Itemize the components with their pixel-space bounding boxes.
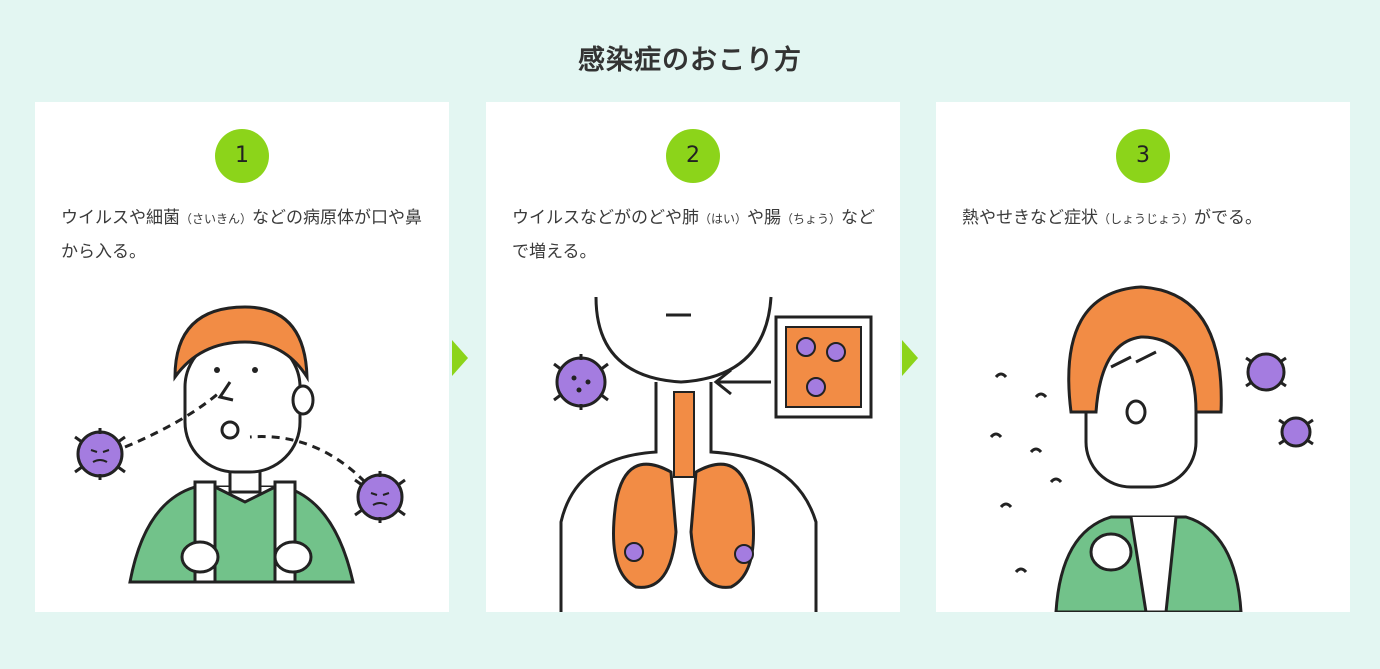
- step-text: ウイルスなどがのどや肺: [512, 208, 699, 228]
- step-card-2: 2 ウイルスなどがのどや肺（はい）や腸（ちょう）などで増える。: [486, 102, 900, 612]
- virus-icon: [74, 428, 126, 480]
- step-description: ウイルスなどがのどや肺（はい）や腸（ちょう）などで増える。: [512, 202, 882, 269]
- virus-icon: [1278, 416, 1314, 448]
- step-text: などの病原体が口や鼻から入る。: [61, 208, 423, 262]
- virus-icon: [354, 471, 406, 523]
- step-ruby: （さいきん）: [180, 212, 253, 226]
- step-text: や腸: [747, 208, 782, 228]
- step-card-1: 1 ウイルスや細菌（さいきん）などの病原体が口や鼻から入る。: [35, 102, 449, 612]
- step-ruby: （ちょう）: [781, 212, 842, 226]
- step-number-badge: 3: [1116, 129, 1170, 183]
- step-ruby: （はい）: [699, 212, 748, 226]
- step-number-badge: 2: [666, 129, 720, 183]
- next-step-arrow: [902, 340, 918, 376]
- step-description: 熱やせきなど症状（しょうじょう）がでる。: [962, 202, 1332, 236]
- step-description: ウイルスや細菌（さいきん）などの病原体が口や鼻から入る。: [61, 202, 431, 269]
- step-text: などで増える。: [512, 208, 876, 262]
- next-step-arrow: [452, 340, 468, 376]
- step-number-badge: 1: [215, 129, 269, 183]
- step-text: がでる。: [1194, 208, 1263, 228]
- virus-icon: [553, 354, 609, 410]
- boy-illustration: [74, 305, 406, 584]
- step-text: ウイルスや細菌: [61, 208, 180, 228]
- virus-icon: [1245, 352, 1287, 392]
- page-title: 感染症のおこり方: [578, 45, 802, 76]
- coughing-girl-illustration: [989, 285, 1314, 612]
- step-ruby: （しょうじょう）: [1098, 212, 1195, 226]
- step-text: 熱やせきなど症状: [962, 208, 1098, 228]
- step-card-3: 3 熱やせきなど症状（しょうじょう）がでる。: [936, 102, 1350, 612]
- body-lungs-illustration: [553, 296, 873, 612]
